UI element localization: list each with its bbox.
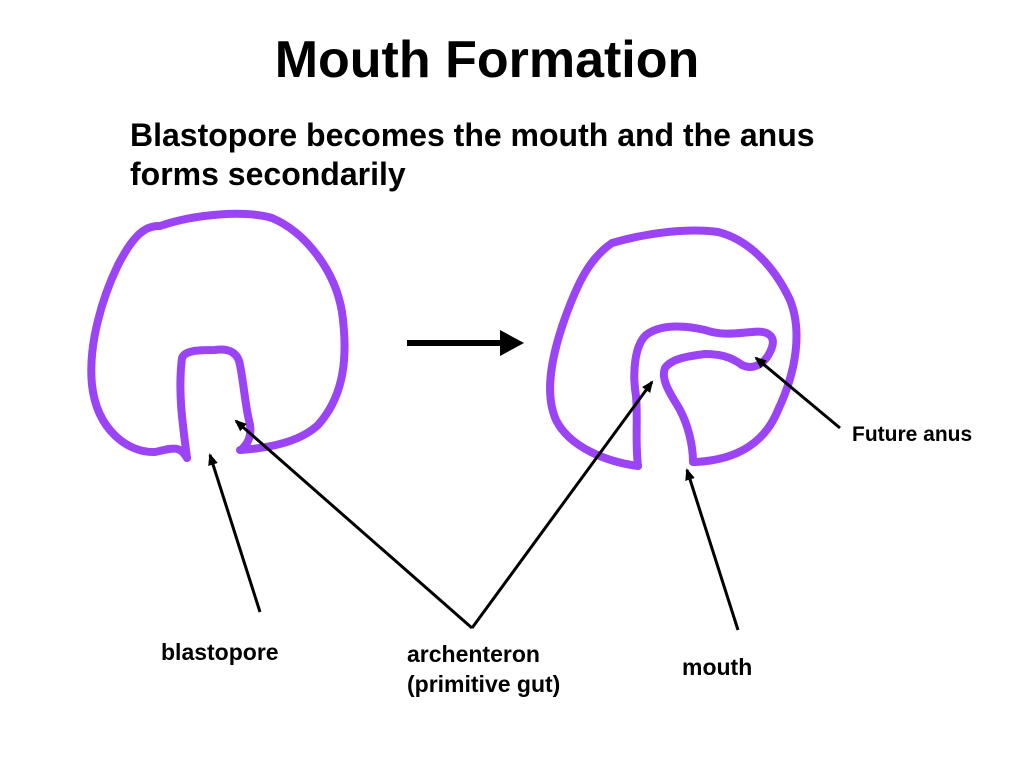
mouth-pointer-arrow <box>685 468 740 631</box>
slide-subtitle: Blastopore becomes the mouth and the anu… <box>130 117 815 193</box>
right-archenteron-outline <box>630 322 777 470</box>
archenteron-label: archenteron (primitive gut) <box>407 640 560 700</box>
mouth-label: mouth <box>682 654 753 680</box>
transition-arrowhead <box>500 330 524 356</box>
future-anus-label: Future anus <box>852 423 973 446</box>
future-anus-pointer-arrow <box>754 356 841 430</box>
slide-title: Mouth Formation <box>274 31 700 89</box>
right-embryo-outline <box>546 226 801 470</box>
archenteron-pointer-arrow-right <box>470 380 654 629</box>
left-archenteron-outline <box>176 345 255 462</box>
blastopore-pointer-arrow <box>208 453 262 613</box>
archenteron-pointer-arrow-left <box>234 419 473 630</box>
blastopore-label: blastopore <box>161 639 279 665</box>
archenteron-label-line2: (primitive gut) <box>407 670 561 697</box>
archenteron-label-line1: archenteron <box>407 641 540 667</box>
left-embryo-outline <box>87 209 349 462</box>
